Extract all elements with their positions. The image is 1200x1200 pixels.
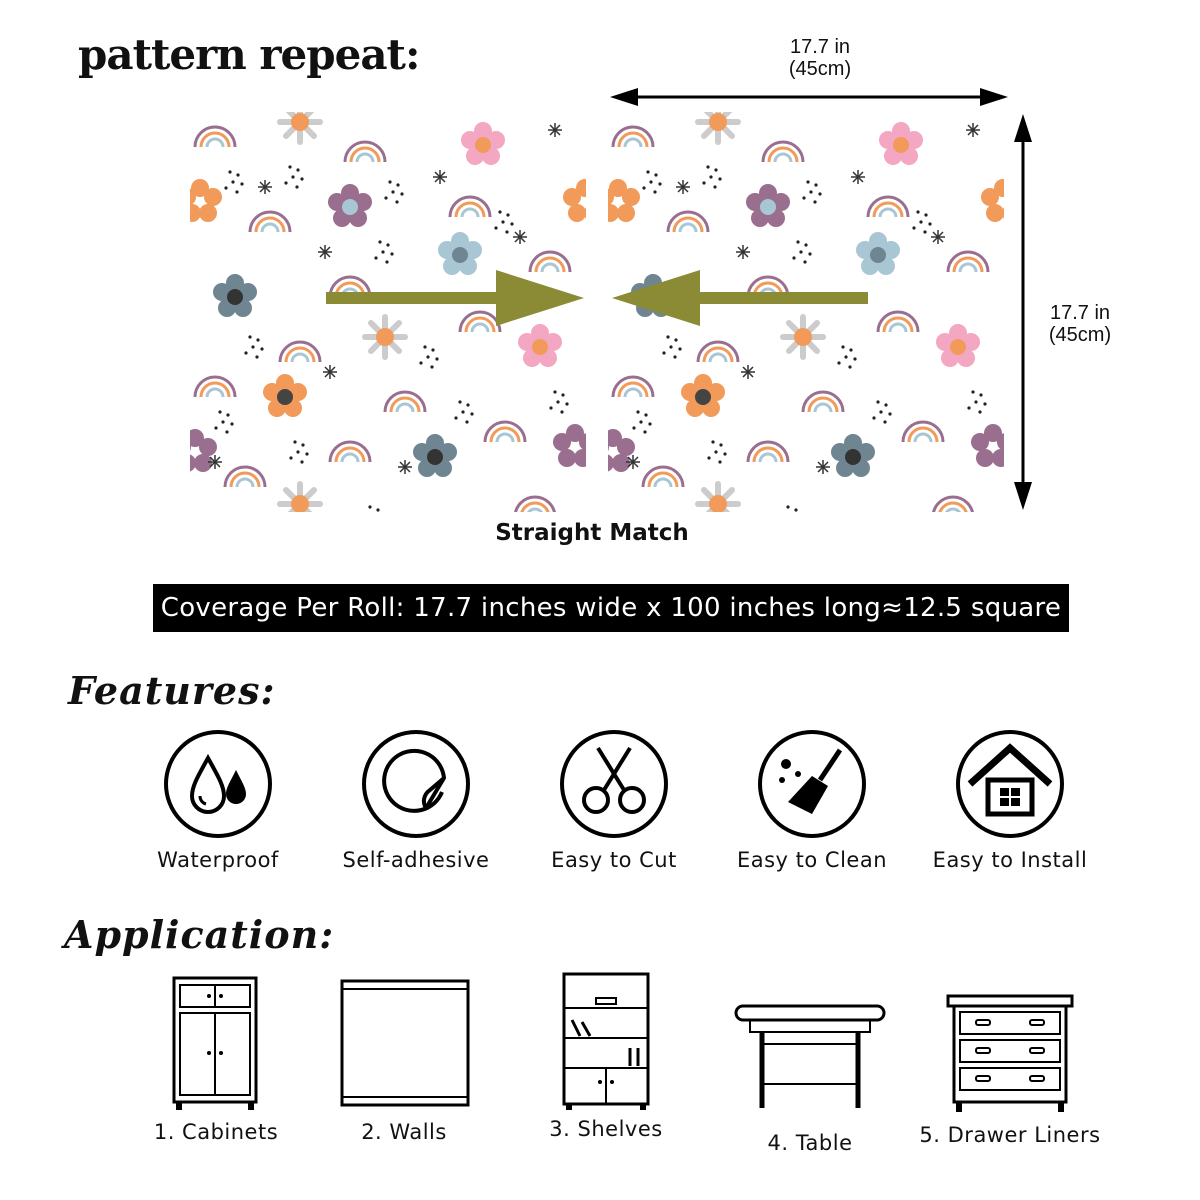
straight-match-caption: Straight Match [495, 520, 689, 546]
broom-icon [758, 730, 866, 838]
feature-self-adhesive: Self-adhesive [316, 728, 516, 872]
table-icon [734, 1004, 886, 1108]
height-arrow-icon [1014, 114, 1032, 510]
peel-sticker-icon [362, 730, 470, 838]
scissors-icon [560, 730, 668, 838]
height-dimension: 17.7 in (45cm) [1048, 302, 1112, 346]
feature-easy-to-install: Easy to Install [910, 728, 1110, 872]
features-title: Features: [68, 668, 276, 713]
application-drawer-liners: 5. Drawer Liners [910, 992, 1110, 1147]
application-cabinets: 1. Cabinets [116, 975, 316, 1144]
application-table: 4. Table [710, 1000, 910, 1155]
feature-easy-to-cut: Easy to Cut [514, 728, 714, 872]
match-arrow-right-icon [326, 270, 584, 326]
match-arrow-left-icon [612, 270, 868, 326]
pattern-panel-right [608, 112, 1004, 512]
floral-rainbow-pattern [608, 112, 1004, 512]
house-icon [956, 730, 1064, 838]
water-drops-icon [164, 730, 272, 838]
wall-icon [340, 979, 470, 1107]
shelves-icon [562, 972, 650, 1110]
feature-label: Easy to Install [932, 848, 1088, 872]
feature-easy-to-clean: Easy to Clean [712, 728, 912, 872]
application-label: 3. Shelves [549, 1117, 663, 1141]
width-arrow-icon [610, 88, 1008, 106]
feature-label: Waterproof [157, 848, 279, 872]
application-title: Application: [64, 912, 335, 957]
application-label: 5. Drawer Liners [919, 1123, 1101, 1147]
floral-rainbow-pattern [190, 112, 586, 512]
drawer-icon [946, 994, 1074, 1112]
feature-label: Easy to Clean [736, 848, 888, 872]
feature-label: Self-adhesive [342, 848, 490, 872]
application-label: 2. Walls [361, 1120, 447, 1144]
application-walls: 2. Walls [304, 975, 504, 1144]
coverage-banner: Coverage Per Roll: 17.7 inches wide x 10… [153, 584, 1069, 671]
pattern-repeat-title: pattern repeat: [78, 30, 420, 79]
application-label: 1. Cabinets [153, 1120, 279, 1144]
cabinet-icon [172, 976, 258, 1110]
application-shelves: 3. Shelves [506, 972, 706, 1141]
feature-waterproof: Waterproof [118, 728, 318, 872]
width-dimension: 17.7 in (45cm) [788, 36, 852, 80]
application-label: 4. Table [767, 1131, 853, 1155]
feature-label: Easy to Cut [551, 848, 677, 872]
